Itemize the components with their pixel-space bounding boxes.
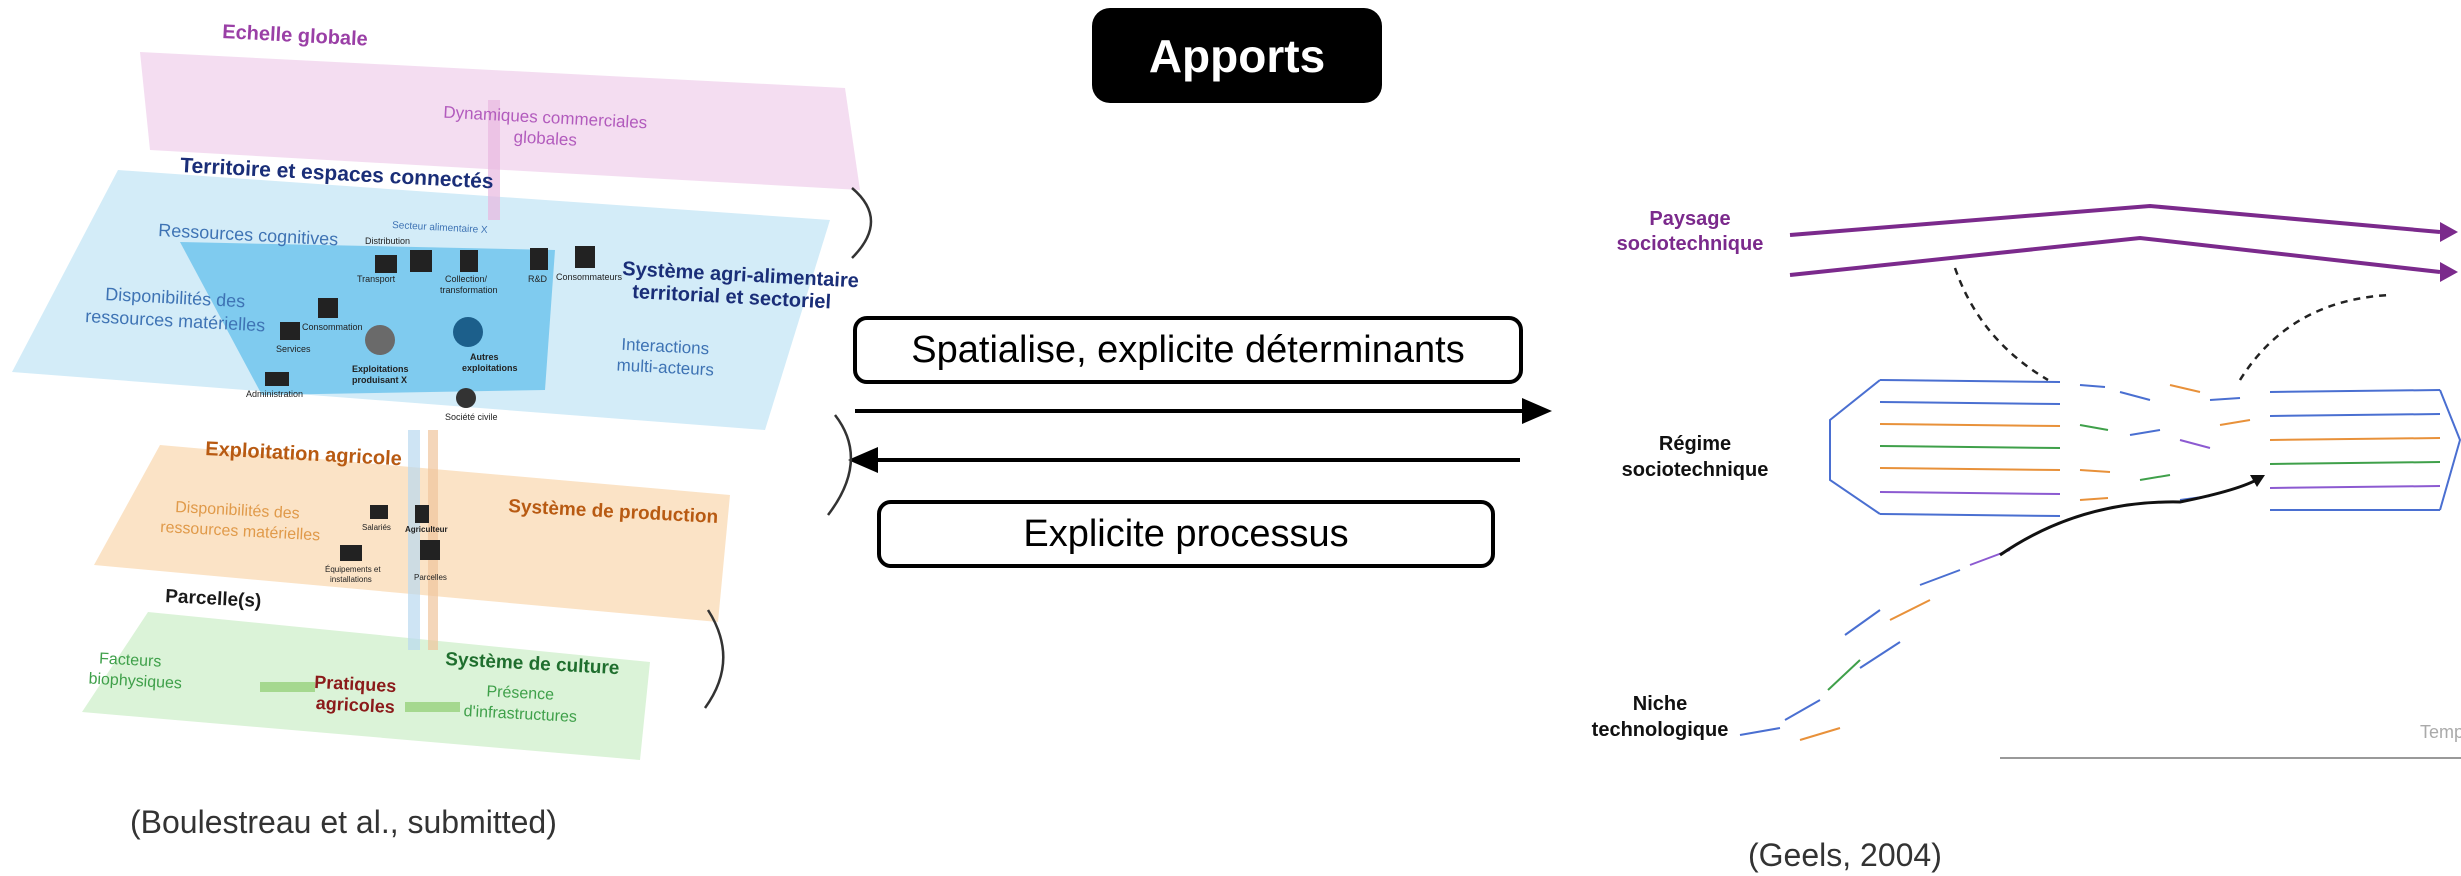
collection-label-2: transformation (440, 285, 498, 295)
right-citation: (Geels, 2004) (1748, 837, 1942, 873)
consumers-label: Consommateurs (556, 272, 623, 282)
flow-arrow (260, 682, 315, 692)
landscape-arrowhead (2440, 222, 2458, 242)
landscape-label-2: sociotechnique (1617, 233, 1764, 255)
farmer-label: Agriculteur (405, 525, 448, 534)
transport-label: Transport (357, 274, 396, 284)
other-farms-label-1: Autres (470, 352, 499, 362)
flow-arrow (405, 702, 460, 712)
transition-arrows (2079, 384, 2251, 501)
niche-label-2: technologique (1592, 719, 1729, 741)
time-label: Temps (2420, 722, 2461, 742)
consumption-icon (318, 298, 338, 318)
exchange-arrows (848, 398, 1552, 473)
distribution-icon (410, 250, 432, 272)
services-icon (280, 322, 300, 340)
equipment-label-2: installations (330, 575, 372, 584)
interactions-line1: Interactions (621, 335, 710, 359)
civil-society-icon (456, 388, 476, 408)
landscape-label-1: Paysage (1649, 208, 1730, 230)
forward-arrowhead (1522, 398, 1552, 424)
landscape-arrow-upper (1789, 203, 2441, 237)
collection-label-1: Collection/ (445, 274, 488, 284)
equipment-label-1: Équipements et (325, 565, 381, 574)
scale-link-arrow (703, 609, 725, 709)
rd-label: R&D (528, 274, 548, 284)
services-label: Services (276, 344, 311, 354)
farm-x-label-2: produisant X (352, 375, 407, 385)
infra-line2: d'infrastructures (463, 703, 577, 726)
farm-x-icon (365, 325, 395, 355)
practices-line2: agricoles (315, 693, 395, 717)
niche-arrows (1739, 549, 2011, 741)
farm-x-label-1: Exploitations (352, 364, 409, 374)
parcel-level-label: Parcelle(s) (165, 586, 262, 612)
regime-bundle (1829, 379, 2461, 517)
biophysical-line1: Facteurs (99, 650, 162, 670)
global-dynamics-line2: globales (513, 127, 577, 149)
connector-pillar (408, 430, 420, 650)
consumption-label: Consommation (302, 322, 363, 332)
backward-arrowhead (848, 447, 878, 473)
parcels-icon (420, 540, 440, 560)
niche-breakthrough-arrow (1999, 476, 2261, 557)
sector-icons (265, 246, 595, 561)
collection-icon (460, 250, 478, 272)
parcel-plane (82, 612, 650, 760)
employees-icon (370, 505, 388, 519)
infra-line1: Présence (486, 683, 554, 704)
scale-link-arrow (827, 414, 853, 516)
landscape-arrow-lower (1789, 235, 2441, 277)
forward-label-box: Spatialise, explicite déterminants (853, 316, 1523, 384)
page-title: Apports (1148, 29, 1326, 82)
other-farms-icon (453, 317, 483, 347)
backward-label-box: Explicite processus (877, 500, 1495, 568)
regime-label-1: Régime (1659, 433, 1731, 455)
connector-pillar (488, 100, 500, 220)
transport-icon (375, 255, 397, 273)
civil-society-label: Société civile (445, 412, 498, 422)
landscape-feedback-arrow (2238, 293, 2391, 381)
equipment-icon (340, 545, 362, 561)
landscape-pressure-arrow (1953, 267, 2049, 382)
farmer-icon (415, 505, 429, 523)
sector-zone (180, 242, 555, 395)
consumers-icon (575, 246, 595, 268)
sector-label: Secteur alimentaire X (392, 220, 488, 236)
backward-label: Explicite processus (1023, 512, 1349, 555)
landscape-arrowhead (2440, 262, 2458, 282)
forward-label: Spatialise, explicite déterminants (911, 328, 1465, 371)
parcels-label: Parcelles (414, 573, 447, 582)
rd-icon (530, 248, 548, 270)
administration-label: Administration (246, 389, 303, 399)
title-badge: Apports (1092, 8, 1382, 103)
practices-line1: Pratiques (314, 672, 397, 696)
scale-link-arrow (851, 187, 873, 259)
left-citation: (Boulestreau et al., submitted) (130, 804, 557, 840)
multi-level-perspective-diagram: Temps Paysage sociotechnique Régime soci… (1592, 203, 2461, 759)
employees-label: Salariés (362, 523, 391, 532)
biophysical-line2: biophysiques (88, 671, 182, 693)
administration-icon (265, 372, 289, 386)
regime-label-2: sociotechnique (1622, 459, 1769, 481)
global-level-label: Echelle globale (222, 21, 369, 51)
other-farms-label-2: exploitations (462, 363, 518, 373)
distribution-label: Distribution (365, 236, 410, 246)
multi-scale-diagram: Echelle globale Dynamiques commerciales … (12, 21, 873, 760)
breakthrough-arrowhead (2250, 475, 2265, 487)
farm-material-line1: Disponibilités des (175, 499, 300, 522)
niche-label-1: Niche (1633, 693, 1687, 715)
